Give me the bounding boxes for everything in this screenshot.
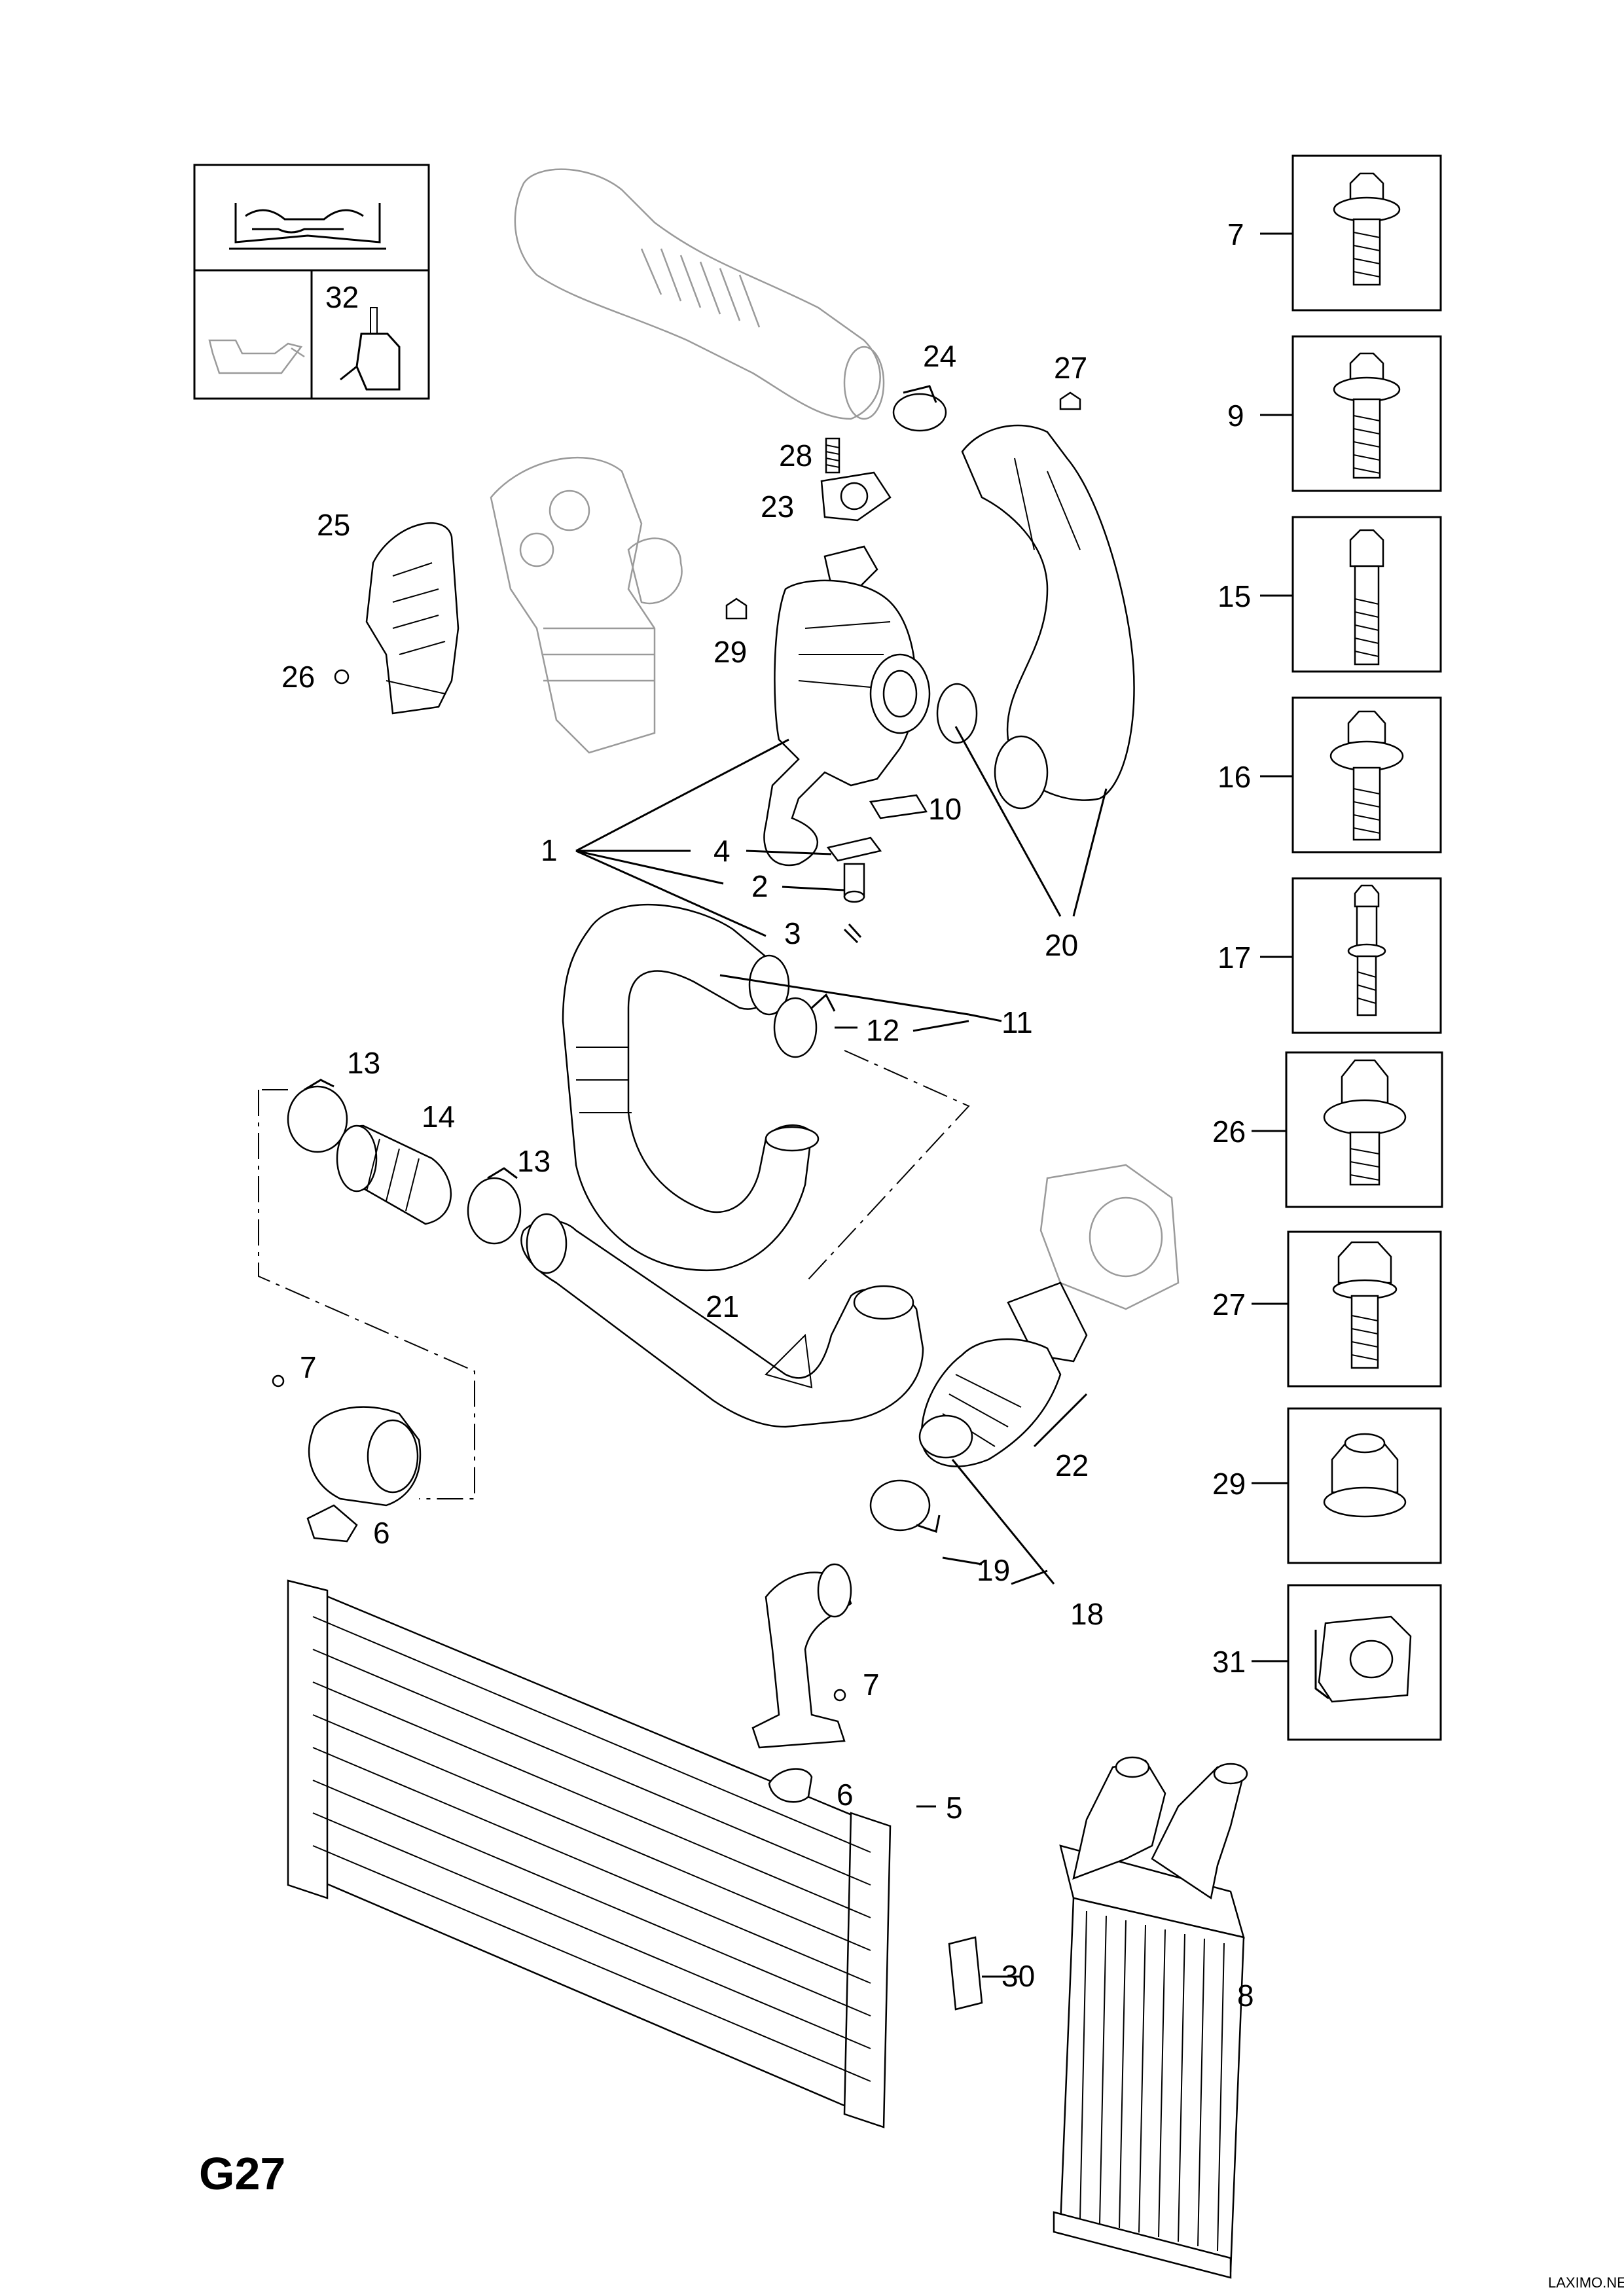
page-code: G27 (199, 2148, 285, 2199)
callout-2: 2 (751, 869, 768, 903)
fastener-label-27: 27 (1212, 1287, 1246, 1321)
callout-20: 20 (1045, 928, 1078, 962)
callout-11: 11 (1001, 1005, 1033, 1039)
heat-shield (365, 522, 460, 715)
exhaust-manifold-ghost (490, 457, 683, 754)
o-ring (936, 683, 978, 744)
sealant-label: 32 (325, 280, 359, 314)
callout-13-right: 13 (517, 1144, 550, 1178)
clamp-13-right (467, 1167, 522, 1245)
fastener-table: 7 9 15 16 17 26 27 29 31 (1212, 154, 1443, 1741)
flange-bolt-icon (1323, 1059, 1407, 1186)
charge-air-hose (562, 903, 820, 1272)
fastener-label-16: 16 (1218, 760, 1251, 794)
callout-28: 28 (779, 439, 812, 473)
bolt-7-elbow (272, 1374, 285, 1388)
turbocharger (763, 545, 931, 867)
stud-28 (825, 437, 840, 474)
legend-box: 32 (193, 164, 430, 400)
bolt-icon (1349, 529, 1384, 666)
fastener-label-15: 15 (1218, 579, 1251, 613)
callout-22: 22 (1055, 1448, 1089, 1482)
oil-can-icon (208, 339, 305, 374)
callout-12: 12 (866, 1013, 899, 1047)
bracket-30 (948, 1936, 983, 2011)
intercooler (1053, 1756, 1248, 2279)
callout-5: 5 (946, 1791, 963, 1825)
gasket-23 (820, 471, 892, 522)
bolt-3 (843, 923, 862, 944)
callout-19: 19 (977, 1553, 1010, 1587)
fastener-label-17: 17 (1218, 941, 1251, 975)
fastener-label-26: 26 (1212, 1115, 1246, 1149)
turbo-gasket-10 (869, 794, 928, 819)
bolt-7-outlet (833, 1689, 846, 1702)
fastener-label-7: 7 (1227, 217, 1244, 251)
clamp-12 (773, 993, 836, 1058)
callout-1: 1 (541, 833, 558, 867)
callout-4: 4 (713, 834, 731, 868)
oil-gasket-4 (826, 836, 882, 862)
fastener-label-31: 31 (1212, 1645, 1246, 1679)
oil-pipe-2 (843, 863, 865, 903)
clamp-19 (869, 1479, 941, 1533)
callout-24: 24 (923, 339, 956, 373)
callout-18: 18 (1070, 1597, 1104, 1631)
clip-nut-icon (1314, 1615, 1412, 1703)
flange-nut-icon (1323, 1433, 1407, 1518)
bolt-27 (1059, 391, 1081, 410)
callout-21: 21 (706, 1289, 739, 1323)
watermark: LAXIMO.NET (1548, 2274, 1624, 2291)
callout-8: 8 (1237, 1979, 1254, 2013)
flange-bolt-icon (1333, 172, 1401, 286)
intercooler-assembly (287, 1579, 892, 2128)
stud-bolt-icon (1347, 884, 1386, 1016)
callout-13-left: 13 (347, 1046, 380, 1080)
nut-29 (725, 598, 748, 620)
gasket-6-lower (768, 1768, 813, 1803)
bolt-26 (334, 669, 350, 685)
flange-bolt-icon (1329, 710, 1404, 841)
callout-27: 27 (1054, 351, 1087, 385)
charge-air-pipe-21 (520, 1213, 924, 1428)
clamp-24 (892, 385, 947, 432)
air-intake-hose (514, 168, 885, 420)
fastener-label-9: 9 (1227, 399, 1244, 433)
outlet-pipe (961, 424, 1135, 810)
hose-14 (336, 1124, 452, 1225)
repair-manual-icon (229, 203, 386, 250)
callout-23: 23 (761, 490, 794, 524)
fastener-label-29: 29 (1212, 1467, 1246, 1501)
callout-6-lower: 6 (837, 1778, 854, 1812)
callout-14: 14 (422, 1100, 455, 1134)
callout-29: 29 (713, 635, 747, 669)
callout-7-elbow: 7 (300, 1350, 317, 1384)
sealant-bottle-icon (340, 307, 401, 391)
throttle-body-ghost (1039, 1164, 1180, 1310)
callout-3: 3 (784, 916, 801, 950)
flange-bolt-icon (1333, 352, 1401, 479)
callout-labels: 1 2 3 4 5 6 6 7 7 8 10 11 12 13 13 14 18… (281, 339, 1254, 2013)
callout-10: 10 (928, 792, 962, 826)
callout-25: 25 (317, 508, 350, 542)
callout-7-outlet: 7 (863, 1668, 880, 1702)
callout-6-upper: 6 (373, 1516, 390, 1550)
hex-bolt-icon (1332, 1241, 1398, 1369)
callout-26: 26 (281, 660, 315, 694)
callout-30: 30 (1001, 1959, 1035, 1993)
outlet-elbow (751, 1563, 852, 1749)
bolt-22 (1033, 1393, 1088, 1448)
elbow-connector (308, 1406, 422, 1507)
leader-lines (575, 726, 1108, 1978)
gasket-6-upper (306, 1504, 358, 1543)
clamp-13-left (287, 1079, 348, 1153)
hose-18 (918, 1282, 1088, 1467)
